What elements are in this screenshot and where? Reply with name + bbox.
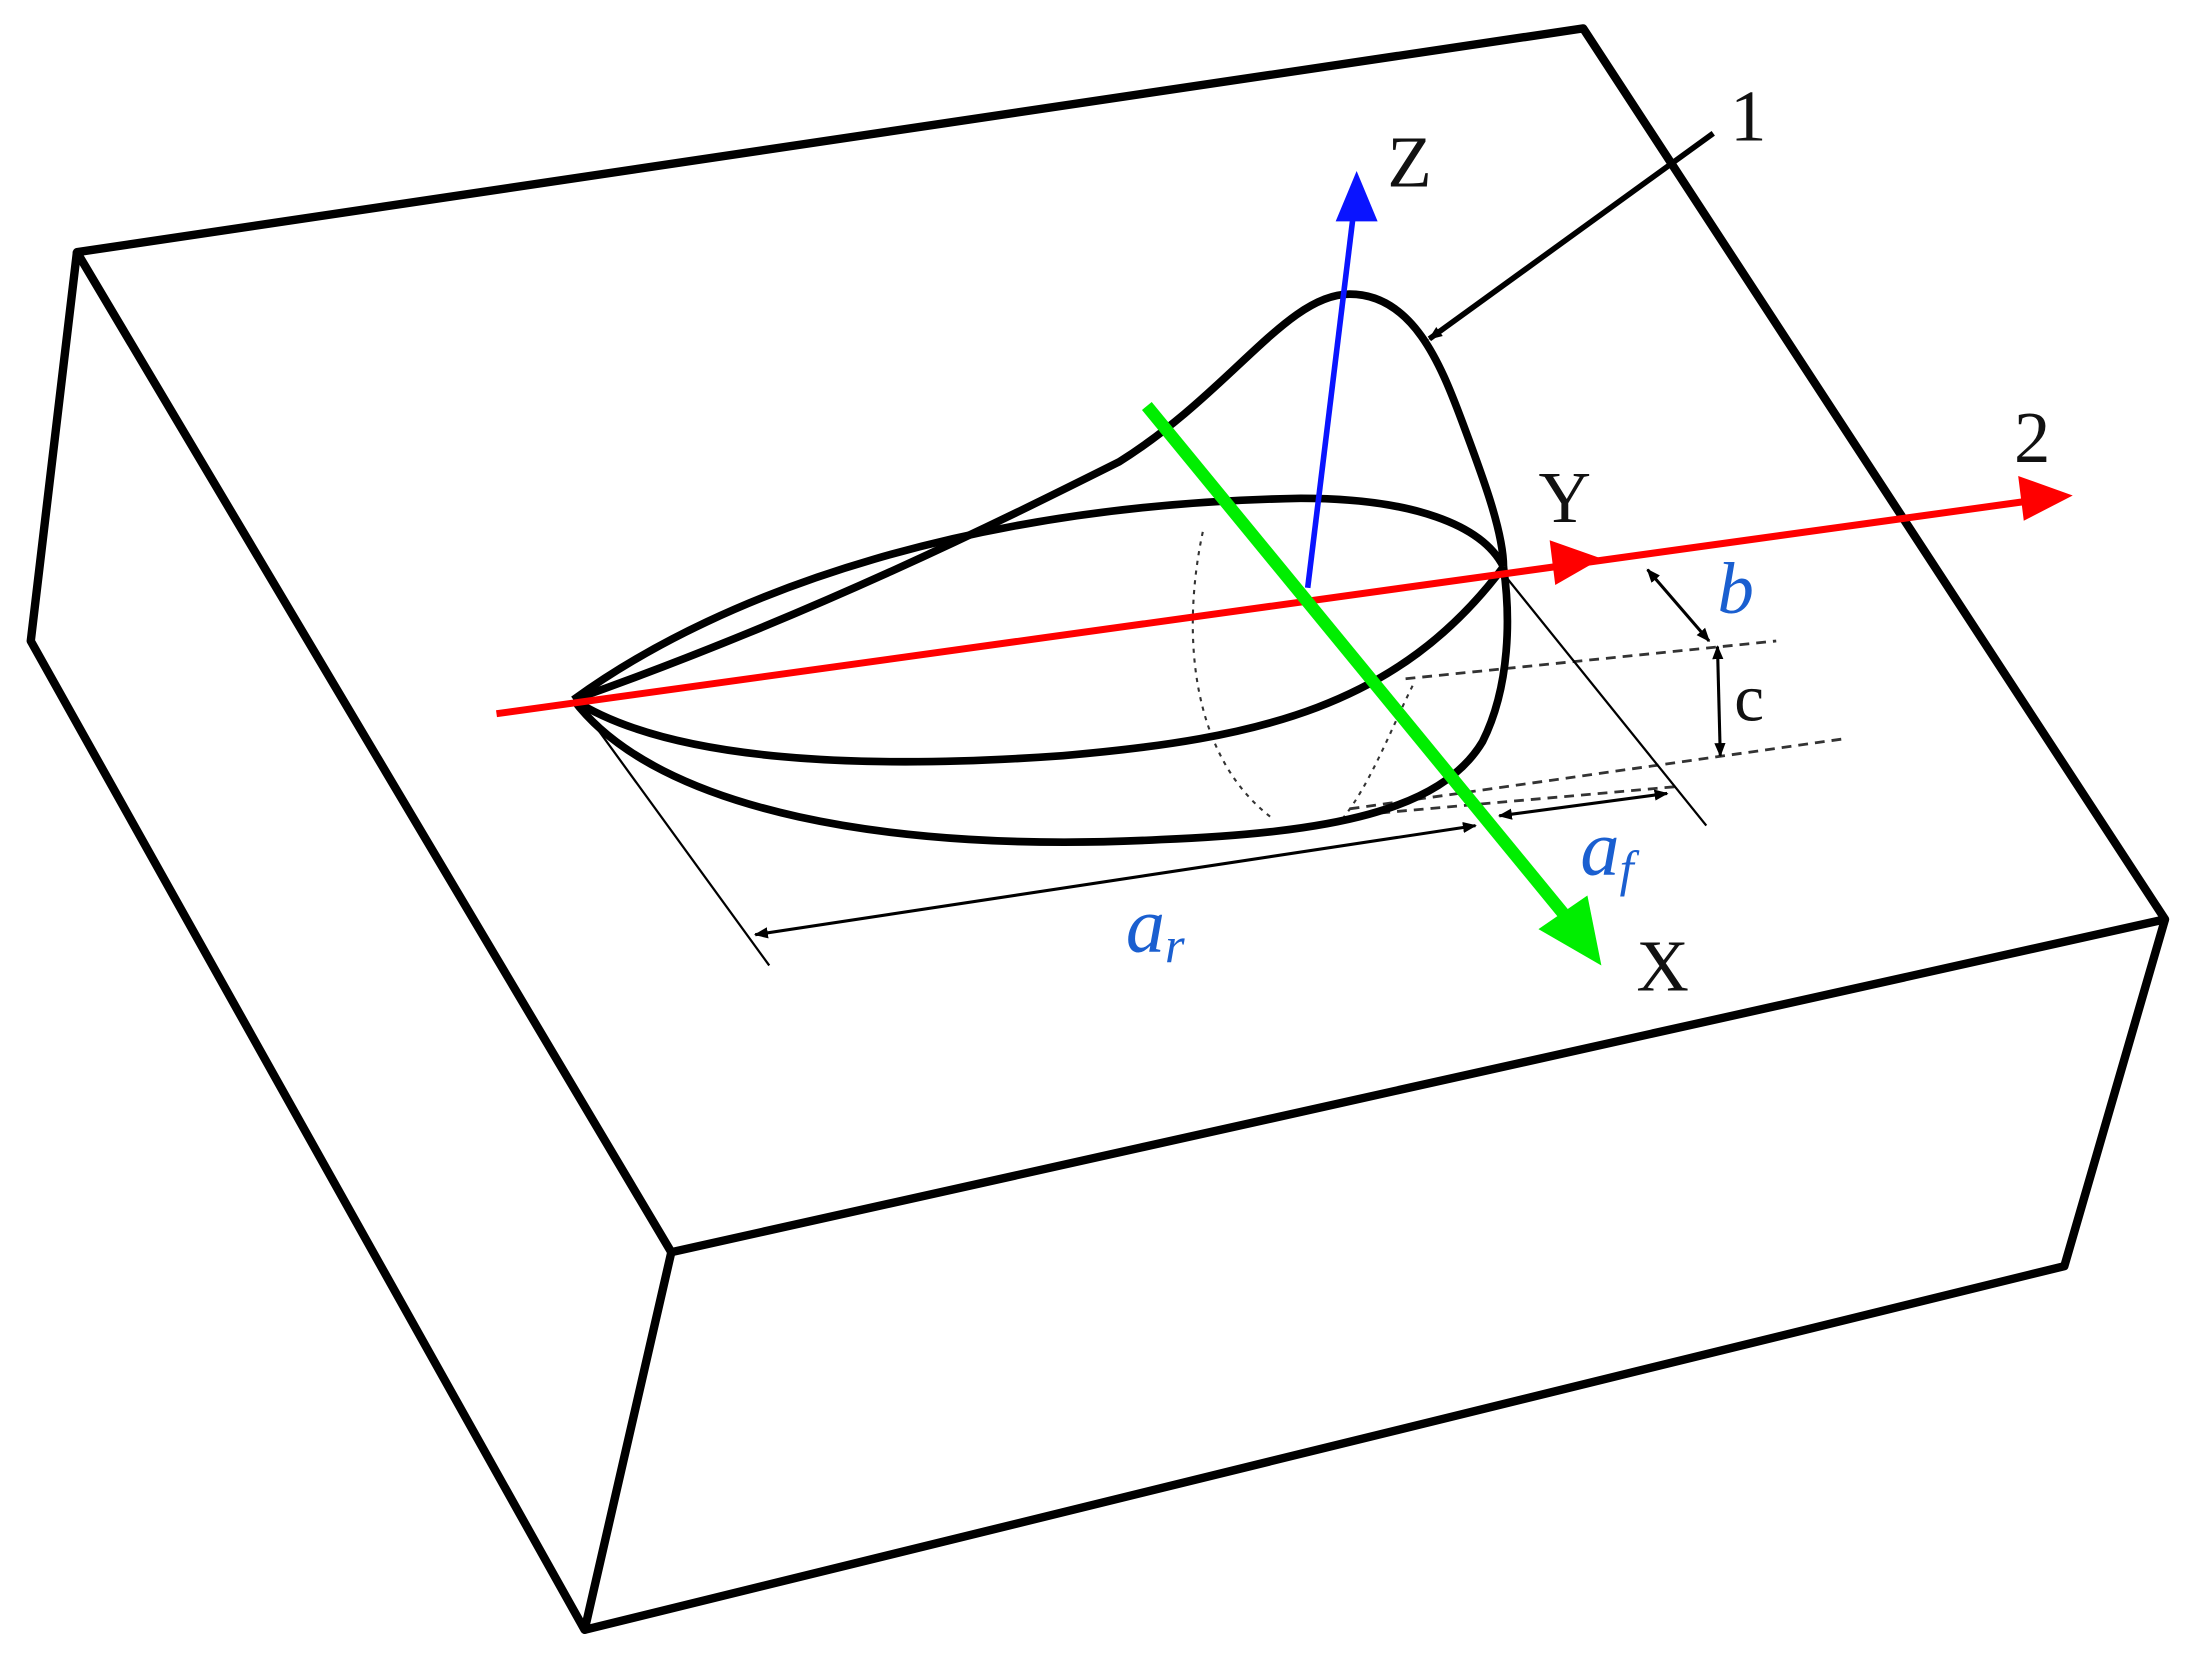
a-f-label: af [1580,805,1639,897]
x-axis: X [1141,402,1689,1007]
dimension-a-r: ar [753,821,1477,974]
block-left-face [26,251,676,1634]
extension-lines [575,573,1708,967]
block-top-face [72,24,2170,1257]
ellipsoid-bottom-contour [570,566,1512,847]
gaussian-profile-curve [572,290,1508,704]
a-r-label: ar [1126,881,1185,973]
dimension-a-f: af [1497,789,1669,897]
b-label: b [1717,548,1753,629]
dimension-b: b [1646,548,1754,643]
ellipsoid-top-contour [571,494,1507,703]
callout-1-label: 1 [1730,75,1766,156]
ellipsoid-mid-contour [571,564,1507,766]
a-r-subscript: r [1165,918,1185,974]
x-axis-arrowhead [1538,895,1602,966]
dimension-c: c [1712,645,1764,758]
y-axis-arrowhead [2018,475,2073,521]
workpiece-block [26,24,2170,1634]
y-axis: Y 2 [496,397,2073,718]
block-front-face [583,918,2170,1634]
a-f-subscript: f [1620,841,1640,897]
x-axis-label: X [1636,926,1689,1007]
heat-source-shape [570,290,1512,847]
z-axis-arrowhead [1335,171,1378,222]
a-f-main: a [1580,805,1619,892]
z-axis: Z [1304,121,1432,589]
callout-2-label: 2 [2014,397,2050,478]
c-label: c [1734,661,1764,736]
z-axis-label: Z [1387,121,1431,202]
callout-1-arrow [1427,131,1715,342]
a-r-main: a [1126,881,1165,968]
y-axis-label: Y [1538,457,1591,538]
y-axis-midarrow [1549,540,1602,586]
